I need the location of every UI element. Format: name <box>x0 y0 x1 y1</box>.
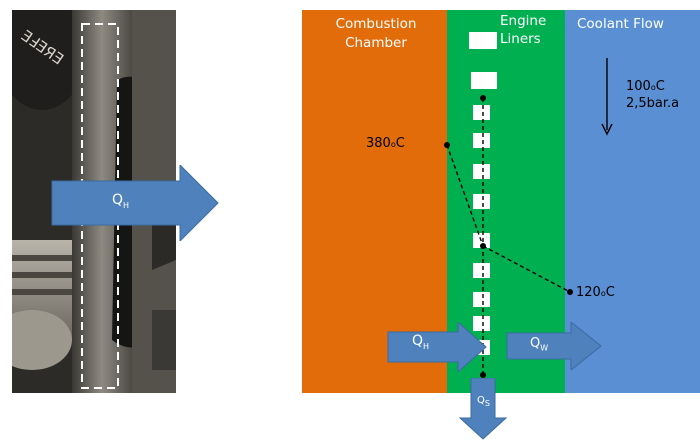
heat-to-water-arrow <box>506 322 602 370</box>
heat-to-structure-arrow <box>458 378 508 440</box>
combustion-chamber-label: Combustion Chamber <box>335 16 417 51</box>
profile-point-top <box>480 95 486 101</box>
temperature-gradient-upper <box>446 144 484 247</box>
heat-in-arrow-label: QH <box>412 333 430 351</box>
liner-block <box>473 263 490 278</box>
profile-point-center <box>480 243 486 249</box>
engine-liners-label: Engine Liners <box>500 13 547 47</box>
profile-point-bottom <box>480 372 486 378</box>
heat-to-water-arrow-label: QW <box>530 336 549 353</box>
photo-heat-arrow <box>51 165 219 241</box>
liner-block <box>473 194 490 209</box>
coolant-pressure: 2,5bar.a <box>626 96 680 111</box>
temperature-gradient-lower <box>482 245 571 293</box>
liner-block <box>473 164 490 179</box>
combustion-chamber-zone <box>302 10 447 393</box>
profile-point-120 <box>567 289 573 295</box>
coolant-temperature: 100oC <box>626 79 665 94</box>
liner-block <box>469 32 497 49</box>
liner-block <box>473 133 490 148</box>
liner-block <box>473 316 490 331</box>
liner-block <box>471 72 497 89</box>
profile-point-380 <box>444 142 450 148</box>
liner-temperature-profile <box>444 32 573 390</box>
liner-block <box>473 105 490 120</box>
coolant-flow-zone <box>565 10 700 393</box>
heat-to-structure-arrow-label: QS <box>477 395 490 408</box>
temperature-380-label: 380oC <box>366 136 405 151</box>
coolant-flow-arrow-icon <box>601 58 613 136</box>
liner-blocks <box>469 32 497 355</box>
heat-in-arrow <box>387 322 487 372</box>
liner-block <box>473 292 490 307</box>
photo-heat-arrow-label: QH <box>112 192 130 210</box>
coolant-flow-label: Coolant Flow <box>577 16 664 32</box>
temperature-120-label: 120oC <box>576 285 615 300</box>
